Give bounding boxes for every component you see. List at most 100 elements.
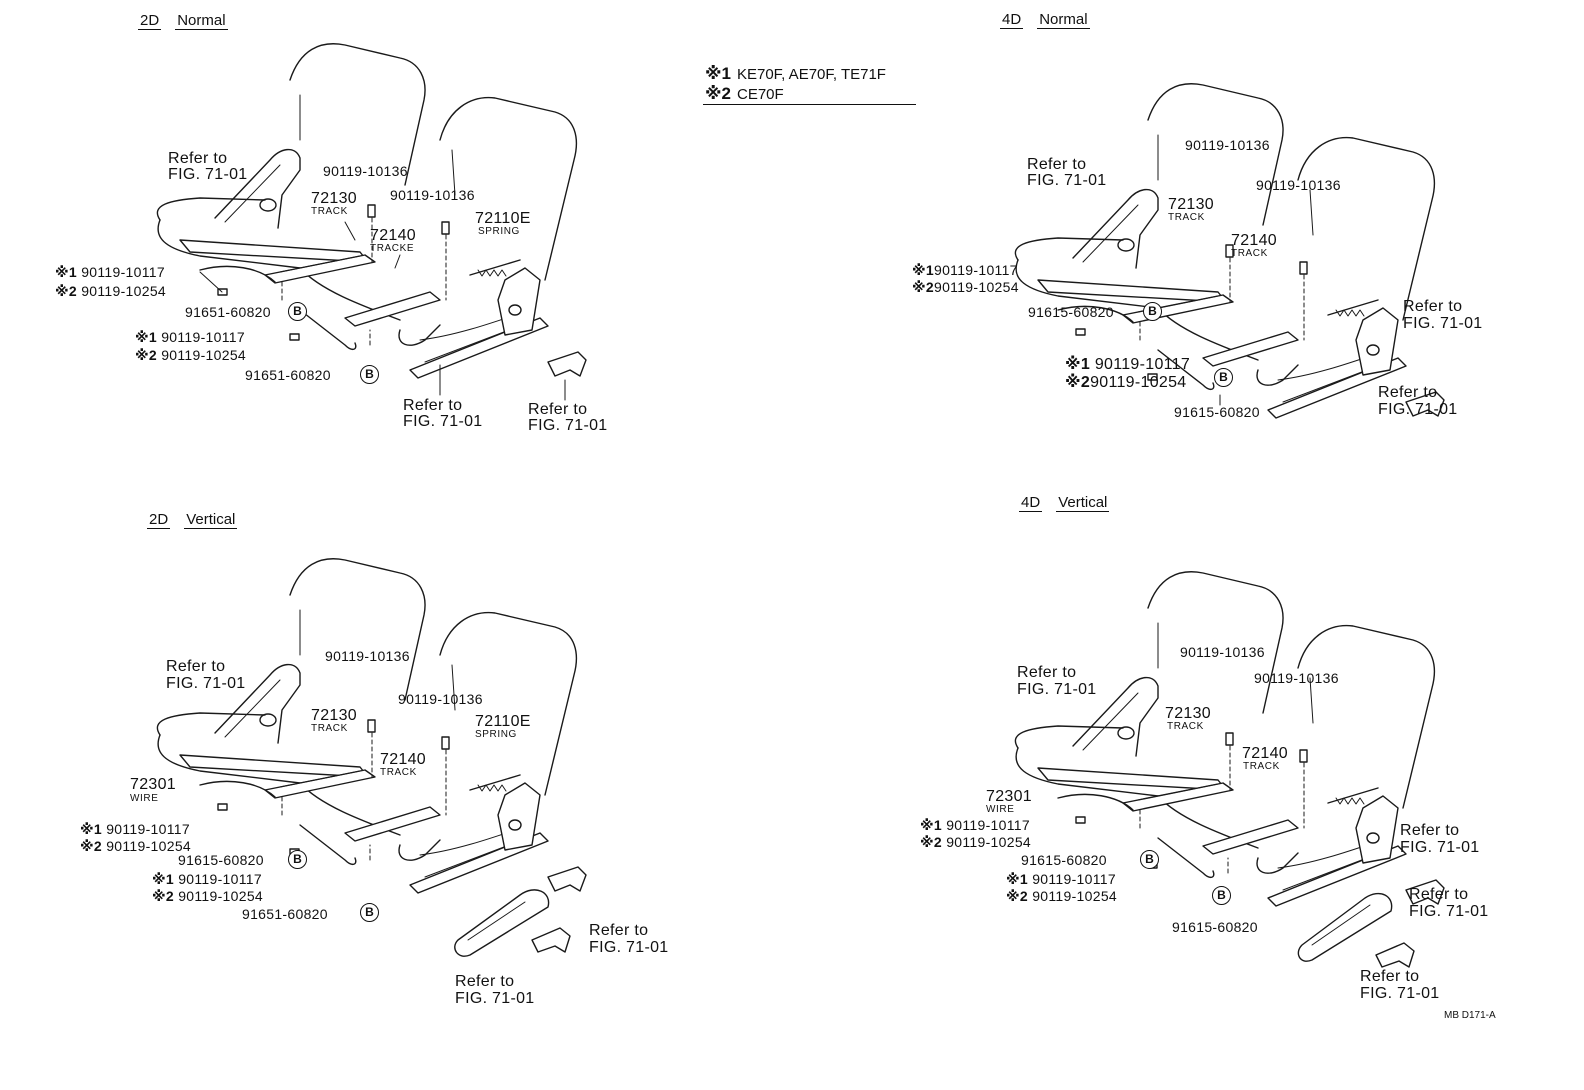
panel-view: 2D [147, 511, 171, 529]
part-number: 91615-60820 [1174, 404, 1260, 420]
note-row: ※1 90119-10117 [1065, 356, 1190, 373]
panel-view: 2D [138, 12, 162, 30]
refer-label: Refer to [403, 397, 463, 414]
drawing-code: MB D171-A [1444, 1010, 1496, 1021]
refer-fig: FIG. 71-01 [1017, 681, 1097, 698]
part-number: 90119-10136 [390, 187, 475, 203]
panel-view: 4D [1019, 494, 1043, 512]
part-number: 90119-10136 [323, 163, 408, 179]
part-number: 90119-10136 [1256, 177, 1341, 193]
part-name: TRACK [311, 723, 348, 734]
refer-fig: FIG. 71-01 [1409, 903, 1489, 920]
note-row: ※2 90119-10254 [55, 284, 166, 299]
note-mark: ※2 [135, 347, 157, 363]
refer-label: Refer to [1027, 156, 1087, 173]
part-number: 72140 [370, 227, 416, 244]
note-row: ※290119-10254 [912, 280, 1019, 295]
part-number: 90119-10117 [1032, 871, 1116, 887]
part-number: 90119-10136 [398, 691, 483, 707]
part-number: 72110E [475, 210, 531, 227]
note-row: ※1 90119-10117 [152, 872, 262, 887]
refer-label: Refer to [1400, 822, 1460, 839]
part-name: TRACK [1167, 721, 1204, 732]
part-number: 72140 [1231, 232, 1277, 249]
part-number: 90119-10254 [946, 834, 1031, 850]
part-number: 90119-10254 [161, 347, 246, 363]
part-number: 90119-10117 [161, 329, 245, 345]
refer-label: Refer to [1360, 968, 1420, 985]
refer-fig: FIG. 71-01 [1400, 839, 1480, 856]
note-row: ※290119-10254 [1065, 374, 1187, 391]
refer-fig: FIG. 71-01 [589, 939, 669, 956]
note-mark: ※1 [80, 821, 102, 837]
part-name: TRACKE [370, 243, 415, 254]
part-name: SPRING [475, 729, 517, 740]
part-number: 72140 [380, 751, 426, 768]
note-mark: ※2 [912, 279, 934, 295]
note-row: ※2 90119-10254 [920, 835, 1031, 850]
part-name: WIRE [130, 793, 159, 804]
part-number: 91615-60820 [1021, 852, 1107, 868]
refer-label: Refer to [1017, 664, 1077, 681]
note-mark: ※1 [152, 871, 174, 887]
panel-2d-vertical-header: 2D Vertical [147, 511, 251, 529]
part-name: TRACK [380, 767, 417, 778]
part-number: 91651-60820 [245, 367, 331, 383]
note-row: ※1 90119-10117 [80, 822, 190, 837]
panel-mode: Normal [175, 12, 228, 30]
refer-fig: FIG. 71-01 [1027, 172, 1107, 189]
panel-mode: Vertical [1056, 494, 1110, 512]
note-row: ※1 90119-10117 [1006, 872, 1116, 887]
part-name: TRACK [311, 206, 348, 217]
panel-2d-normal-header: 2D Normal [138, 12, 242, 30]
refer-label: Refer to [589, 922, 649, 939]
part-number: 90119-10136 [325, 648, 410, 664]
legend-mark-1: ※1 [705, 64, 731, 83]
part-number: 72301 [986, 788, 1032, 805]
note-mark: ※2 [152, 888, 174, 904]
part-number: 72130 [1165, 705, 1211, 722]
part-number: 90119-10117 [934, 262, 1018, 278]
note-mark: ※1 [1006, 871, 1028, 887]
refer-fig: FIG. 71-01 [528, 417, 608, 434]
refer-label: Refer to [528, 401, 588, 418]
nut-b-marker: B [288, 302, 307, 321]
part-number: 72130 [1168, 196, 1214, 213]
nut-b-marker: B [288, 850, 307, 869]
part-number: 91615-60820 [1028, 304, 1114, 320]
panel-mode: Vertical [184, 511, 238, 529]
part-name: TRACK [1168, 212, 1205, 223]
refer-fig: FIG. 71-01 [1378, 401, 1458, 418]
nut-b-marker: B [360, 903, 379, 922]
refer-fig: FIG. 71-01 [1403, 315, 1483, 332]
part-number: 90119-10136 [1180, 644, 1265, 660]
part-number: 91615-60820 [1172, 919, 1258, 935]
part-number: 91615-60820 [178, 852, 264, 868]
note-row: ※190119-10117 [912, 263, 1018, 278]
part-name: TRACK [1231, 248, 1268, 259]
note-row: ※1 90119-10117 [920, 818, 1030, 833]
part-number: 91651-60820 [242, 906, 328, 922]
refer-label: Refer to [168, 150, 228, 167]
nut-b-marker: B [1212, 886, 1231, 905]
part-name: SPRING [478, 226, 520, 237]
legend-text-1: KE70F, AE70F, TE71F [736, 66, 886, 83]
part-number: 72110E [475, 713, 531, 730]
part-number: 72140 [1242, 745, 1288, 762]
part-number: 90119-10254 [1032, 888, 1117, 904]
nut-b-marker: B [360, 365, 379, 384]
part-number: 90119-10136 [1185, 137, 1270, 153]
nut-b-marker: B [1140, 850, 1159, 869]
refer-fig: FIG. 71-01 [166, 675, 246, 692]
part-number: 90119-10254 [81, 283, 166, 299]
note-mark: ※1 [1065, 356, 1091, 373]
part-number: 90119-10117 [106, 821, 190, 837]
note-mark: ※1 [135, 329, 157, 345]
note-mark: ※2 [920, 834, 942, 850]
part-number: 72301 [130, 776, 176, 793]
part-number: 91651-60820 [185, 304, 271, 320]
refer-label: Refer to [455, 973, 515, 990]
part-number: 90119-10117 [178, 871, 262, 887]
note-row: ※1 90119-10117 [135, 330, 245, 345]
